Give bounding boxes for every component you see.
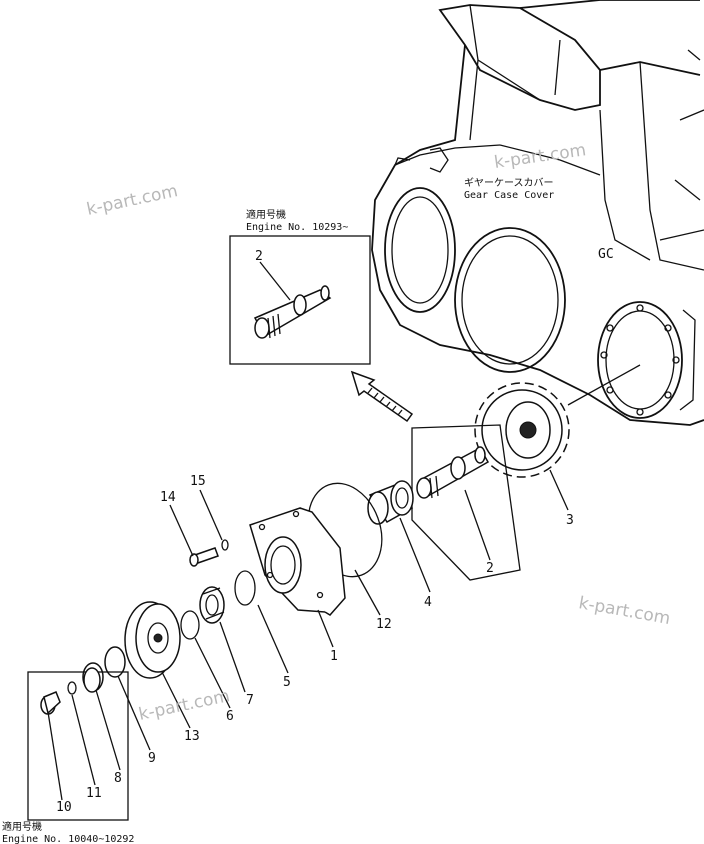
callout-7: 7: [246, 693, 254, 708]
callout-9: 9: [148, 751, 156, 766]
watermark-1: k-part.com: [85, 181, 180, 220]
pump-body-part-1: [249, 507, 346, 616]
snap-ring-part-5: [234, 570, 256, 606]
ring-part-6: [180, 610, 200, 640]
callout-14: 14: [160, 490, 176, 505]
lower-inset-caption-jp: 適用号機: [2, 820, 42, 833]
callout-6: 6: [226, 709, 234, 724]
bearing-part-4: [367, 480, 414, 525]
callout-2-upper: 2: [255, 249, 263, 264]
washer-part-15: [221, 539, 229, 551]
lower-inset-box: [27, 671, 129, 821]
bolt-part-14: [189, 547, 219, 567]
upper-inset-shaft: [253, 285, 332, 339]
gear-case-cover-label-jp: ギヤーケースカバー: [464, 177, 554, 189]
callout-12: 12: [376, 617, 392, 632]
leader-lines: [47, 261, 569, 801]
callout-10: 10: [56, 800, 72, 815]
callout-13: 13: [184, 729, 200, 744]
gear-case-cover: [371, 0, 704, 426]
washer-part-9: [104, 646, 126, 678]
lower-inset-parts: [40, 667, 101, 715]
gear-part-3: [474, 364, 641, 478]
arrow-to-upper-inset: [350, 370, 414, 423]
upper-inset-box: [229, 235, 371, 365]
upper-inset-caption-jp: 適用号機: [246, 208, 286, 221]
watermark-3: k-part.com: [577, 593, 672, 629]
gc-mark: GC: [598, 247, 614, 262]
lower-inset-caption-engine: Engine No. 10040~10292: [2, 834, 134, 844]
callout-3: 3: [566, 513, 574, 528]
callout-1: 1: [330, 649, 338, 664]
watermark-2: k-part.com: [493, 140, 587, 173]
bracket-part-2: [411, 424, 521, 581]
bearing-part-7: [199, 586, 225, 624]
callout-4: 4: [424, 595, 432, 610]
callout-8: 8: [114, 771, 122, 786]
upper-inset-caption-engine: Engine No. 10293~: [246, 222, 348, 233]
gear-case-cover-label-en: Gear Case Cover: [464, 190, 554, 201]
callout-11: 11: [86, 786, 102, 801]
callout-2-lower: 2: [486, 561, 494, 576]
pulley-part-13: [124, 601, 181, 679]
callout-5: 5: [283, 675, 291, 690]
shaft-part-2: [416, 446, 490, 499]
callout-15: 15: [190, 474, 206, 489]
watermark-4: k-part.com: [137, 686, 232, 725]
